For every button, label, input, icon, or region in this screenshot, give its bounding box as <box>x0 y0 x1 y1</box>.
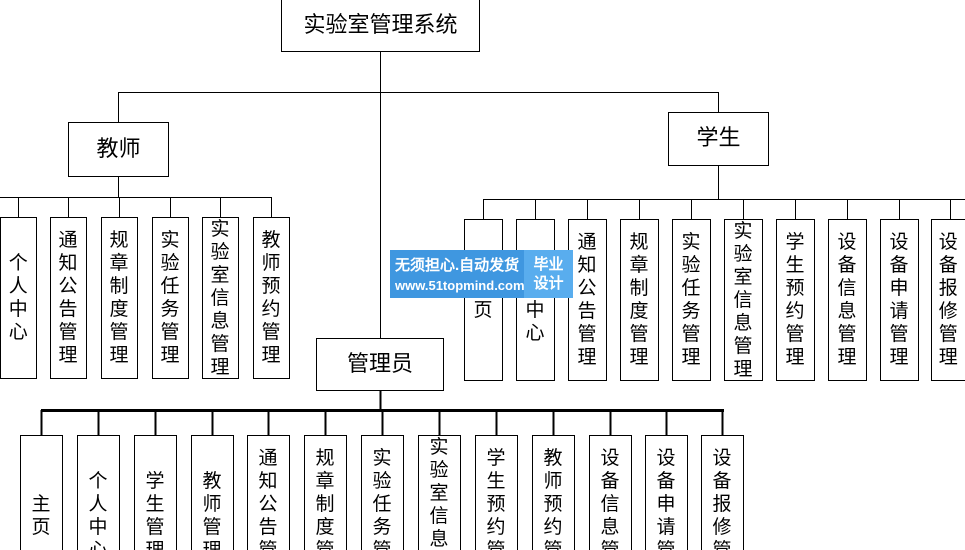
teacher-module-node: 实验室信息管理 <box>201 217 239 379</box>
student-module-label: 通知公告管理 <box>577 231 597 368</box>
student-node-box: 学生 <box>668 112 769 166</box>
admin-module-node: 教师管理 <box>190 435 234 550</box>
admin-module-node: 学生预约管 <box>474 435 518 550</box>
admin-module-label: 设备信息管 <box>600 447 620 550</box>
student-module-node: 设备信息管理 <box>827 219 867 381</box>
admin-module-node: 设备信息管 <box>588 435 632 550</box>
watermark-tag-line: 设计 <box>533 275 564 292</box>
student-module-node: 通知公告管理 <box>567 219 607 381</box>
admin-module-node: 设备申请管 <box>644 435 688 550</box>
teacher-node-box: 教师 <box>68 122 169 177</box>
student-module-node: 设备申请管理 <box>879 219 919 381</box>
root-node-box: 实验室管理系统 <box>281 0 480 52</box>
watermark-badge: 无须担心.自动发货 www.51topmind.com 毕业 设计 <box>390 250 573 298</box>
student-module-label: 规章制度管理 <box>629 231 649 368</box>
student-module-label: 中心 <box>525 299 545 344</box>
admin-module-label: 设备申请管 <box>656 447 676 550</box>
admin-module-label: 教师预约管 <box>543 447 563 550</box>
student-module-node: 实验任务管理 <box>671 219 711 381</box>
teacher-module-node: 实验任务管理 <box>151 217 189 379</box>
student-module-node: 设备报修管理 <box>930 219 965 381</box>
student-module-node: 页 <box>463 219 503 381</box>
admin-node-box: 管理员 <box>316 338 444 391</box>
teacher-module-label: 个人中心 <box>8 252 28 343</box>
admin-module-node: 学生管理 <box>133 435 177 550</box>
admin-module-node: 通知公告管 <box>246 435 290 550</box>
teacher-module-label: 通知公告管理 <box>58 229 78 366</box>
watermark-slogan: 无须担心.自动发货 <box>395 257 520 274</box>
student-module-label: 页 <box>473 299 493 321</box>
admin-module-node: 设备报修管 <box>700 435 744 550</box>
student-module-node: 规章制度管理 <box>619 219 659 381</box>
admin-module-label: 教师管理 <box>202 470 222 550</box>
admin-module-label: 学生预约管 <box>486 447 506 550</box>
student-module-label: 实验任务管理 <box>681 231 701 368</box>
teacher-module-label: 实验室信息管理 <box>210 218 230 378</box>
admin-module-label: 设备报修管 <box>712 447 732 550</box>
teacher-module-label: 实验任务管理 <box>160 229 180 366</box>
student-module-node: 中心 <box>515 219 555 381</box>
admin-module-node: 实验室信息 <box>417 435 461 550</box>
admin-module-node: 教师预约管 <box>531 435 575 550</box>
admin-module-label: 通知公告管 <box>258 447 278 550</box>
teacher-node-label: 教师 <box>96 136 141 162</box>
admin-module-node: 实验任务管 <box>360 435 404 550</box>
student-module-node: 学生预约管理 <box>775 219 815 381</box>
watermark-url: www.51topmind.com <box>395 278 525 293</box>
watermark-tag-panel: 毕业 设计 <box>524 250 573 298</box>
teacher-module-label: 规章制度管理 <box>109 229 129 366</box>
admin-module-label: 规章制度管 <box>315 447 335 550</box>
student-node-label: 学生 <box>696 126 741 151</box>
admin-module-label: 实验任务管 <box>372 447 392 550</box>
admin-module-node: 主页 <box>19 435 63 550</box>
teacher-module-node: 规章制度管理 <box>100 217 138 379</box>
student-module-label: 设备信息管理 <box>837 231 857 368</box>
teacher-module-node: 教师预约管理 <box>252 217 290 379</box>
student-module-label: 实验室信息管理 <box>733 220 753 380</box>
root-node-label: 实验室管理系统 <box>303 12 458 38</box>
admin-module-label: 学生管理 <box>145 470 165 550</box>
admin-module-label: 实验室信息 <box>429 436 449 550</box>
admin-module-node: 个人中心 <box>76 435 120 550</box>
student-module-label: 设备报修管理 <box>938 231 958 368</box>
admin-node-label: 管理员 <box>346 351 413 377</box>
watermark-main-panel: 无须担心.自动发货 www.51topmind.com <box>390 250 525 298</box>
teacher-module-node: 个人中心 <box>0 217 37 379</box>
student-module-label: 设备申请管理 <box>889 231 909 368</box>
admin-module-label: 主页 <box>31 493 51 538</box>
student-module-label: 学生预约管理 <box>785 231 805 368</box>
admin-module-node: 规章制度管 <box>303 435 347 550</box>
student-module-node: 实验室信息管理 <box>723 219 763 381</box>
watermark-tag-line: 毕业 <box>533 256 564 273</box>
teacher-module-node: 通知公告管理 <box>49 217 87 379</box>
admin-module-label: 个人中心 <box>88 470 108 550</box>
teacher-module-label: 教师预约管理 <box>261 229 281 366</box>
